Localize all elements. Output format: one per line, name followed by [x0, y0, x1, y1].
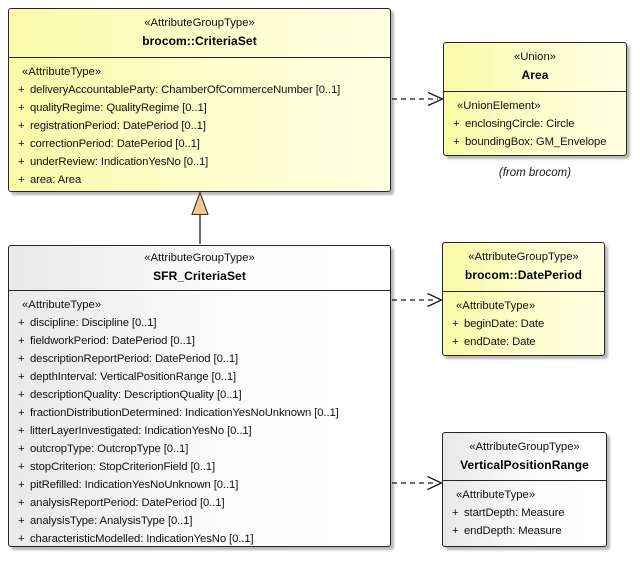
- class-attribute-compartment: «AttributeType» +deliveryAccountablePart…: [9, 58, 390, 189]
- class-stereotype: «Union»: [513, 51, 557, 63]
- class-attribute-compartment: «AttributeType» +startDepth: Measure +en…: [443, 481, 606, 540]
- attribute-row: +underReview: IndicationYesNo [0..1]: [18, 156, 209, 168]
- class-box-area[interactable]: «Union» Area «UnionElement» +enclosingCi…: [443, 42, 627, 156]
- generalization-arrow[interactable]: [191, 190, 209, 245]
- class-name: VerticalPositionRange: [460, 458, 589, 472]
- class-attribute-compartment: «AttributeType» +discipline: Discipline …: [9, 291, 390, 548]
- dependency-arrow-verticalpositionrange[interactable]: [392, 475, 444, 491]
- class-stereotype: «AttributeGroupType»: [144, 17, 255, 29]
- class-attribute-compartment: «AttributeType» +beginDate: Date +endDat…: [443, 292, 604, 351]
- attribute-row: +stopCriterion: StopCriterionField [0..1…: [18, 461, 215, 473]
- class-name: brocom::DatePeriod: [464, 268, 583, 282]
- attribute-row: +deliveryAccountableParty: ChamberOfComm…: [18, 84, 341, 96]
- attribute-row: +pitRefilled: IndicationYesNoUnknown [0.…: [18, 479, 239, 491]
- attribute-row: +fieldworkPeriod: DatePeriod [0..1]: [18, 335, 195, 347]
- attribute-row: +qualityRegime: QualityRegime [0..1]: [18, 102, 207, 114]
- class-box-verticalpositionrange[interactable]: «AttributeGroupType» VerticalPositionRan…: [442, 432, 607, 547]
- attribute-row: +fractionDistributionDetermined: Indicat…: [18, 407, 339, 419]
- attribute-section-label: «UnionElement»: [457, 100, 541, 112]
- attribute-section-label: «AttributeType»: [456, 300, 536, 312]
- attribute-row: +characteristicModelled: IndicationYesNo…: [18, 533, 254, 545]
- attribute-row: +descriptionReportPeriod: DatePeriod [0.…: [18, 353, 239, 365]
- class-header: «AttributeGroupType» SFR_CriteriaSet: [9, 246, 390, 291]
- class-stereotype: «AttributeGroupType»: [144, 252, 255, 264]
- attribute-row: +startDepth: Measure: [452, 507, 565, 519]
- class-header: «Union» Area: [444, 43, 626, 92]
- attribute-row: +endDepth: Measure: [452, 525, 562, 537]
- attribute-row: +registrationPeriod: DatePeriod [0..1]: [18, 120, 206, 132]
- attribute-row: +area: Area: [18, 174, 82, 186]
- dependency-arrow-dateperiod[interactable]: [392, 292, 444, 308]
- class-attribute-compartment: «UnionElement» +enclosingCircle: Circle …: [444, 92, 626, 151]
- attribute-row: +depthInterval: VerticalPositionRange [0…: [18, 371, 237, 383]
- from-package-caption: (from brocom): [498, 167, 572, 179]
- class-name: brocom::CriteriaSet: [142, 34, 257, 48]
- dependency-arrow-area[interactable]: [392, 91, 445, 107]
- attribute-section-label: «AttributeType»: [22, 299, 102, 311]
- class-stereotype: «AttributeGroupType»: [468, 251, 579, 263]
- class-stereotype: «AttributeGroupType»: [469, 441, 580, 453]
- class-header: «AttributeGroupType» brocom::CriteriaSet: [9, 9, 390, 58]
- class-box-brocom-criteriaset[interactable]: «AttributeGroupType» brocom::CriteriaSet…: [8, 8, 391, 192]
- attribute-row: +discipline: Discipline [0..1]: [18, 317, 157, 329]
- attribute-row: +analysisType: AnalysisType [0..1]: [18, 515, 193, 527]
- class-name: Area: [521, 68, 549, 82]
- attribute-row: +litterLayerInvestigated: IndicationYesN…: [18, 425, 252, 437]
- attribute-row: +endDate: Date: [452, 336, 536, 348]
- attribute-row: +outcropType: OutcropType [0..1]: [18, 443, 189, 455]
- attribute-row: +enclosingCircle: Circle: [453, 118, 575, 130]
- attribute-section-label: «AttributeType»: [456, 489, 536, 501]
- attribute-row: +descriptionQuality: DescriptionQuality …: [18, 389, 242, 401]
- attribute-row: +analysisReportPeriod: DatePeriod [0..1]: [18, 497, 225, 509]
- class-header: «AttributeGroupType» VerticalPositionRan…: [443, 433, 606, 481]
- attribute-row: +correctionPeriod: DatePeriod [0..1]: [18, 138, 200, 150]
- attribute-section-label: «AttributeType»: [22, 66, 102, 78]
- class-box-brocom-dateperiod[interactable]: «AttributeGroupType» brocom::DatePeriod …: [442, 242, 605, 356]
- attribute-row: +beginDate: Date: [452, 318, 545, 330]
- class-header: «AttributeGroupType» brocom::DatePeriod: [443, 243, 604, 292]
- attribute-row: +boundingBox: GM_Envelope: [453, 136, 607, 148]
- class-box-sfr-criteriaset[interactable]: «AttributeGroupType» SFR_CriteriaSet «At…: [8, 245, 391, 547]
- class-name: SFR_CriteriaSet: [153, 269, 246, 283]
